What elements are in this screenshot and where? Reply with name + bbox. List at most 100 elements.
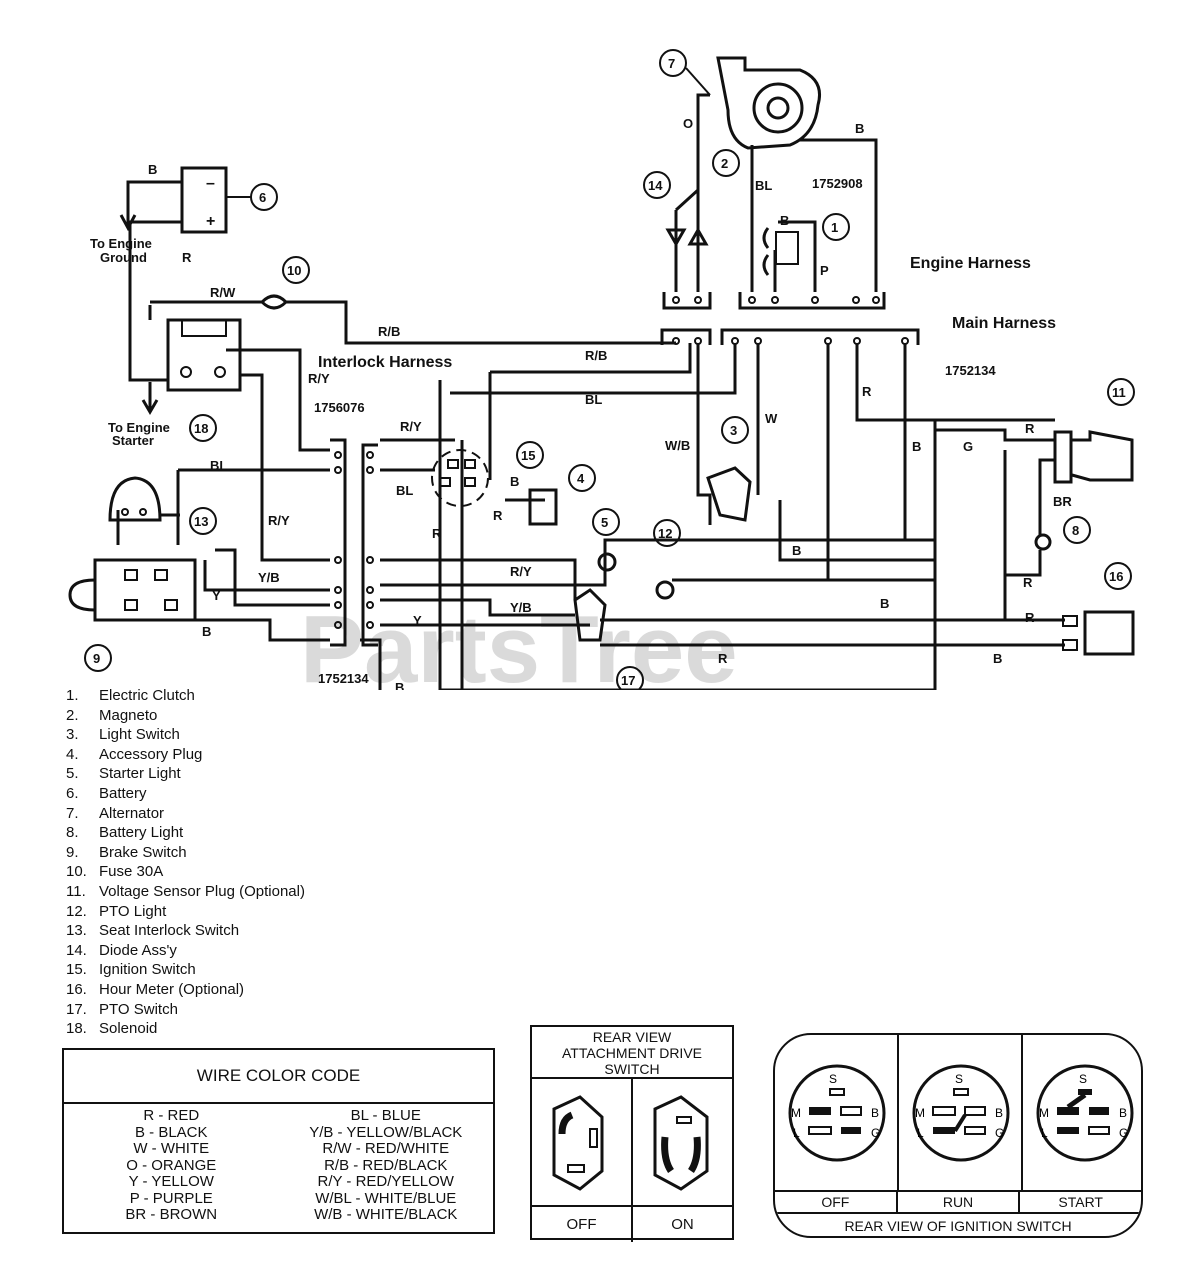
svg-text:R: R <box>862 384 872 399</box>
svg-text:–: – <box>206 175 215 192</box>
svg-text:B: B <box>993 651 1002 666</box>
svg-text:B: B <box>510 474 519 489</box>
solenoid <box>166 318 242 392</box>
electric-clutch <box>762 227 799 276</box>
ignition-switch-start-view: S M L B G <box>1021 1035 1141 1190</box>
legend-item: 6.Battery <box>66 784 147 802</box>
main-harness-connector <box>660 328 920 345</box>
legend-item: 4.Accessory Plug <box>66 745 203 763</box>
svg-text:M: M <box>1039 1106 1049 1120</box>
svg-text:R: R <box>432 526 442 541</box>
engine-harness-label: Engine Harness <box>910 255 1031 272</box>
legend-item: 9.Brake Switch <box>66 843 187 861</box>
main-wires <box>116 220 1065 690</box>
svg-text:Y: Y <box>413 613 422 628</box>
engine-starter-label-2: Starter <box>112 433 154 448</box>
svg-text:B: B <box>792 543 801 558</box>
svg-text:R: R <box>1023 575 1033 590</box>
svg-text:G: G <box>963 439 973 454</box>
svg-text:14: 14 <box>648 178 663 193</box>
engine-wires <box>674 93 878 292</box>
svg-text:5: 5 <box>601 515 608 530</box>
svg-text:M: M <box>791 1106 801 1120</box>
ignition-start-label: START <box>1018 1192 1141 1212</box>
svg-text:BL: BL <box>396 483 413 498</box>
attachment-switch-off-label: OFF <box>566 1216 597 1233</box>
svg-text:12: 12 <box>658 526 672 541</box>
svg-text:S: S <box>955 1072 963 1086</box>
svg-text:G: G <box>1119 1126 1128 1140</box>
svg-text:R/Y: R/Y <box>400 419 422 434</box>
svg-text:R/Y: R/Y <box>308 371 330 386</box>
accessory-plug <box>528 488 558 526</box>
svg-text:B: B <box>202 624 211 639</box>
fuse <box>260 294 289 310</box>
svg-text:B: B <box>912 439 921 454</box>
svg-text:R: R <box>493 508 503 523</box>
svg-text:P: P <box>820 263 829 278</box>
wire-labels: B R R/W R/B R/Y R/B BL R/Y BL BL R/Y O B… <box>148 116 1072 690</box>
hour-meter <box>1062 610 1135 656</box>
legend-item: 12.PTO Light <box>66 902 167 920</box>
svg-text:B: B <box>1119 1106 1127 1120</box>
svg-text:+: + <box>206 213 215 230</box>
svg-text:B: B <box>855 121 864 136</box>
diode-assembly <box>665 226 709 248</box>
color-code-title: WIRE COLOR CODE <box>64 1050 493 1104</box>
ignition-switch-run-view: S M L B G <box>897 1035 1021 1190</box>
svg-text:18: 18 <box>194 421 208 436</box>
interlock-harness-label: Interlock Harness <box>318 354 452 371</box>
svg-text:15: 15 <box>521 448 535 463</box>
svg-text:Y: Y <box>212 588 221 603</box>
ignition-switch-rear-view-panel: S M L B G S M L B G <box>773 1033 1143 1238</box>
ignition-run-label: RUN <box>895 1192 1019 1212</box>
color-code-right-column: BL - BLUE Y/B - YELLOW/BLACK R/W - RED/W… <box>309 1107 463 1223</box>
svg-text:BL: BL <box>585 392 602 407</box>
svg-text:3: 3 <box>730 423 737 438</box>
svg-text:BR: BR <box>1053 494 1072 509</box>
svg-text:R: R <box>1025 421 1035 436</box>
pto-switch <box>573 588 607 642</box>
svg-text:M: M <box>915 1106 925 1120</box>
attachment-drive-switch-panel: REAR VIEW ATTACHMENT DRIVE SWITCH OFF ON <box>530 1025 734 1242</box>
svg-text:10: 10 <box>287 263 301 278</box>
starter-light <box>597 552 617 572</box>
legend-item: 10.Fuse 30A <box>66 863 164 881</box>
svg-text:9: 9 <box>93 651 100 666</box>
legend-item: 1.Electric Clutch <box>66 687 195 704</box>
svg-text:Y/B: Y/B <box>510 600 532 615</box>
svg-text:S: S <box>829 1072 837 1086</box>
ignition-switch-symbol <box>431 449 489 507</box>
svg-text:R/W: R/W <box>210 285 236 300</box>
svg-text:R: R <box>1025 610 1035 625</box>
attachment-switch-on-view <box>631 1079 732 1205</box>
engine-ground-label-2: Ground <box>100 250 147 265</box>
engine-harness-connector <box>662 292 886 310</box>
svg-text:13: 13 <box>194 514 208 529</box>
svg-text:B: B <box>395 680 404 690</box>
legend-item: 11.Voltage Sensor Plug (Optional) <box>66 882 305 900</box>
interlock-harness-connector <box>330 438 378 647</box>
svg-text:2: 2 <box>721 156 728 171</box>
svg-text:17: 17 <box>621 673 635 688</box>
alternator-magneto-unit <box>716 56 821 150</box>
ignition-off-label: OFF <box>821 1194 850 1210</box>
svg-text:S: S <box>1079 1072 1087 1086</box>
svg-text:R: R <box>718 651 728 666</box>
svg-text:7: 7 <box>668 56 675 71</box>
battery-ground-wire <box>126 180 182 225</box>
main-harness-label: Main Harness <box>952 315 1056 332</box>
ignition-switch-caption: REAR VIEW OF IGNITION SWITCH <box>775 1212 1141 1236</box>
svg-text:6: 6 <box>259 190 266 205</box>
svg-text:L: L <box>1041 1126 1048 1140</box>
svg-text:R/Y: R/Y <box>268 513 290 528</box>
svg-text:1: 1 <box>831 220 838 235</box>
part-number-interlock-bottom: 1752134 <box>318 671 369 686</box>
svg-text:8: 8 <box>1072 523 1079 538</box>
ignition-switch-off-view: S M L B G <box>775 1035 897 1190</box>
svg-text:B: B <box>780 213 789 228</box>
svg-text:O: O <box>683 116 693 131</box>
svg-text:W/B: W/B <box>665 438 690 453</box>
starter-arrow-icon <box>141 399 159 415</box>
svg-text:Y/B: Y/B <box>258 570 280 585</box>
